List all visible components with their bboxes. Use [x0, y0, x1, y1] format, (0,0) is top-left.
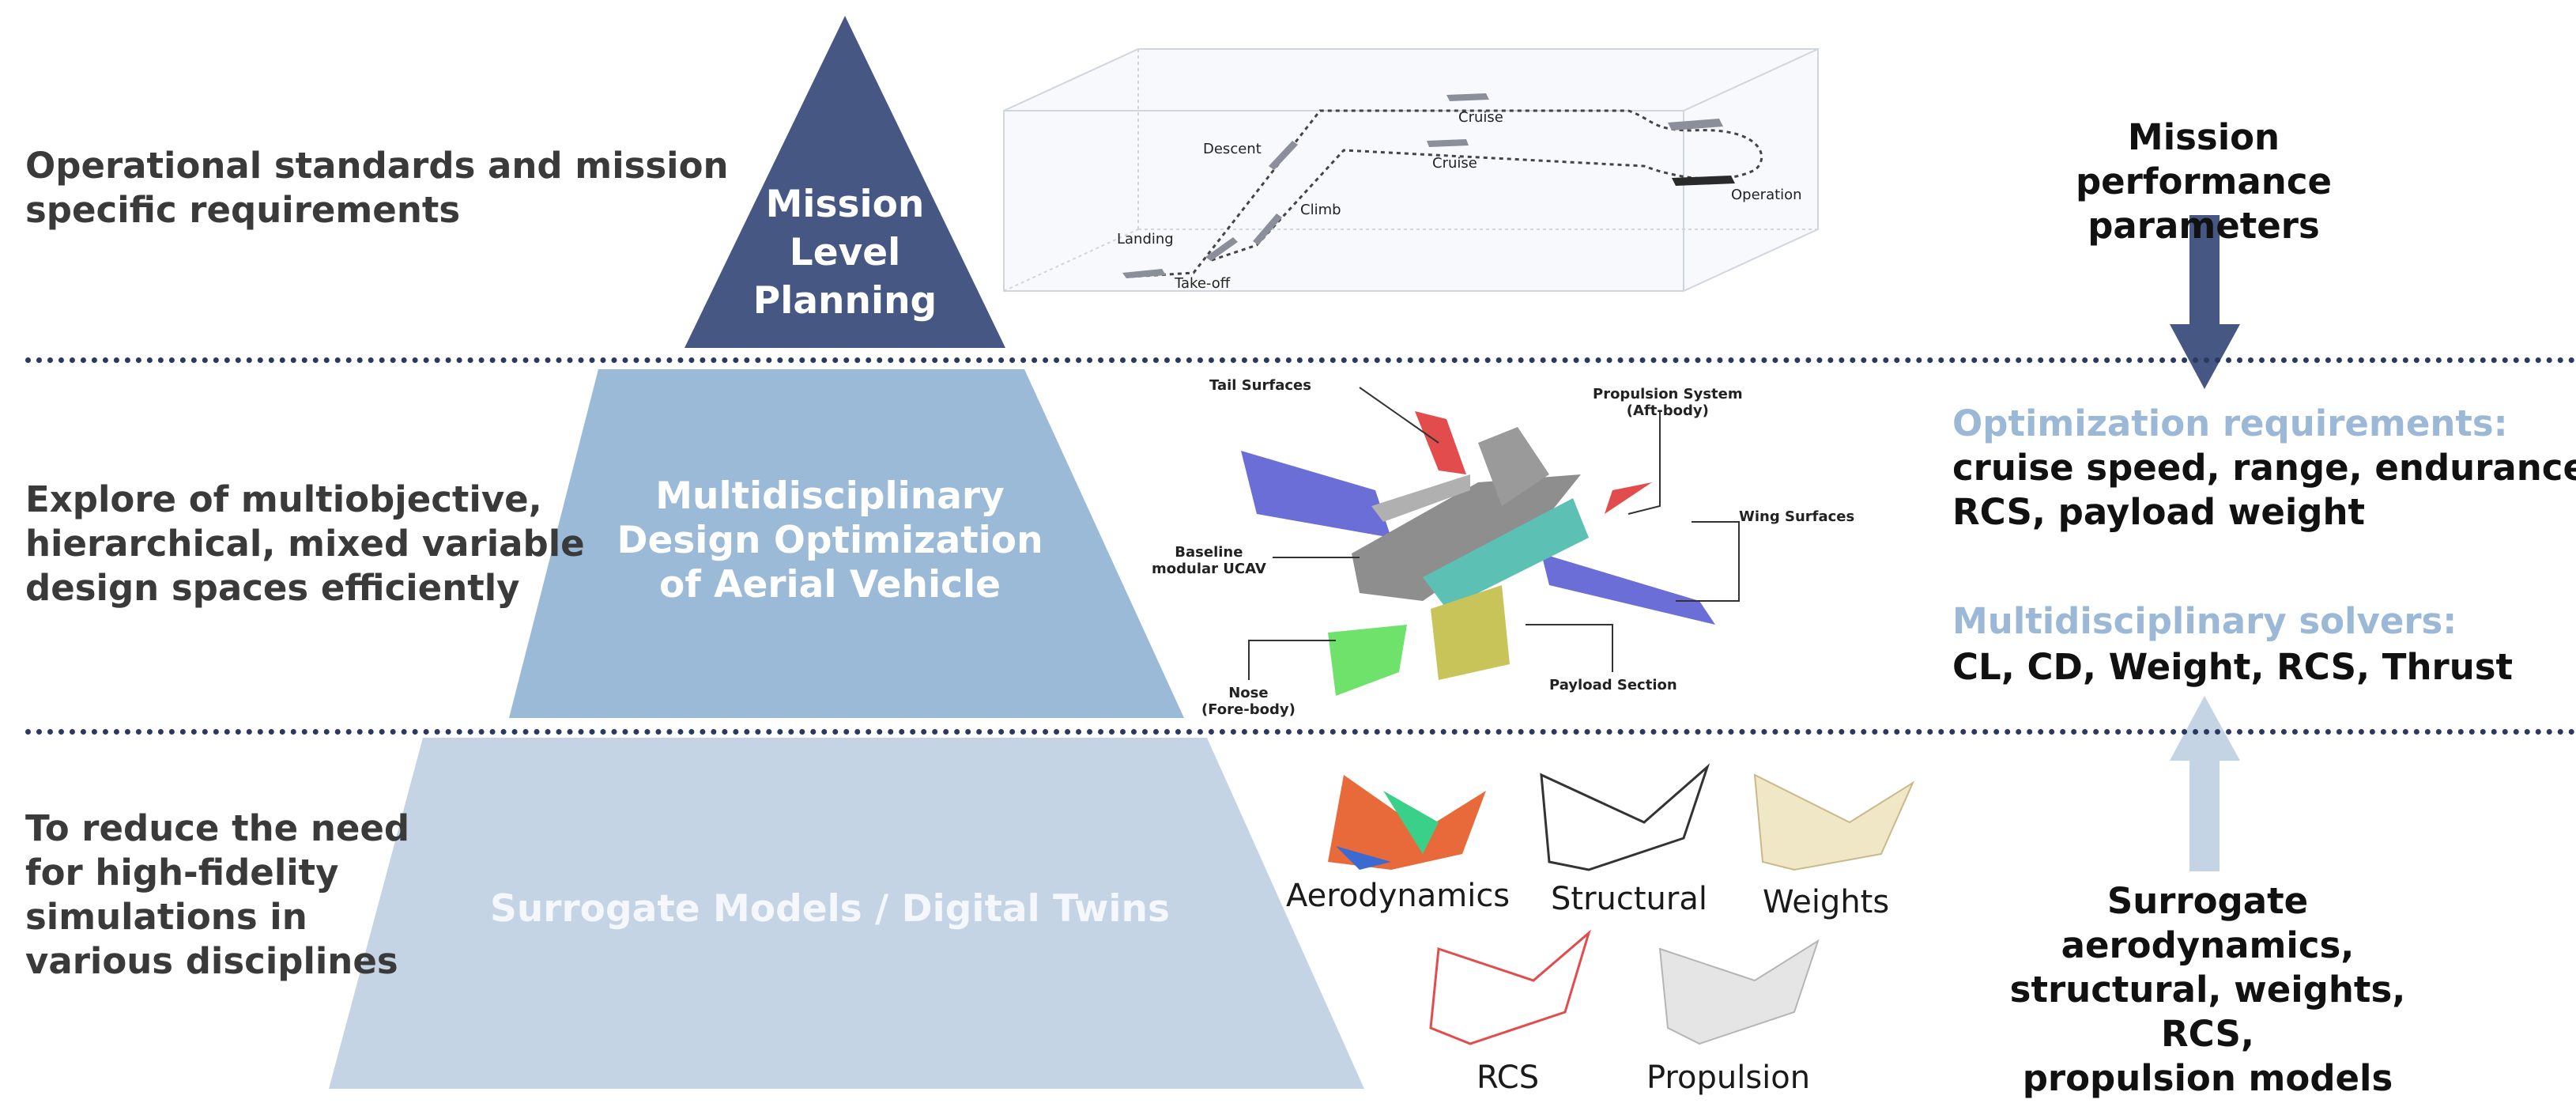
mdo-aircraft: [1241, 411, 1715, 696]
label-takeoff: Take-off: [1175, 275, 1231, 292]
arrow-up: [2170, 696, 2240, 871]
label-tail-surfaces: Tail Surfaces: [1209, 377, 1311, 394]
caption-structural: Structural: [1551, 881, 1707, 917]
left-text-level-2: Explore of multiobjective, hierarchical,…: [25, 478, 585, 609]
label-payload-section: Payload Section: [1549, 677, 1677, 693]
arrow-down: [2170, 215, 2240, 389]
label-descent: Descent: [1203, 141, 1262, 157]
mission-aircraft: [1122, 93, 1735, 278]
divider-bottom: [25, 729, 2576, 735]
caption-propulsion: Propulsion: [1646, 1060, 1811, 1096]
label-wing-surfaces: Wing Surfaces: [1739, 508, 1855, 525]
pyramid-level-2: [509, 369, 1184, 718]
pyramid-level-1: [685, 16, 1005, 348]
opt-requirements-line-2: RCS, payload weight: [1952, 491, 2366, 533]
label-operation: Operation: [1731, 187, 1802, 203]
right-mission-parameters: Mission performance parameters: [2075, 116, 2333, 247]
opt-requirements-heading: Optimization requirements:: [1952, 402, 2508, 444]
label-landing: Landing: [1117, 231, 1174, 247]
pyramid-label-level-1: Mission Level Planning: [752, 183, 937, 323]
label-cruise-top: Cruise: [1458, 109, 1503, 126]
label-baseline-ucav: Baseline modular UCAV: [1152, 544, 1266, 577]
pyramid-label-level-3: Surrogate Models / Digital Twins: [490, 887, 1170, 931]
label-nose: Nose (Fore-body): [1201, 685, 1296, 718]
divider-top: [25, 357, 2576, 363]
pyramid-label-level-2: Multidisciplinary Design Optimization of…: [617, 474, 1043, 606]
caption-aerodynamics: Aerodynamics: [1286, 878, 1511, 914]
label-climb: Climb: [1300, 202, 1341, 218]
label-cruise-mid: Cruise: [1432, 155, 1477, 172]
left-text-level-3: To reduce the need for high-fidelity sim…: [25, 807, 410, 982]
opt-requirements-line-1: cruise speed, range, endurance,: [1952, 447, 2576, 489]
solvers-line: CL, CD, Weight, RCS, Thrust: [1952, 646, 2514, 688]
surrogate-icons: [1328, 763, 1915, 1045]
left-text-level-1: Operational standards and mission specif…: [25, 145, 729, 231]
flight-path: [1130, 109, 1763, 278]
mission-box: [1003, 48, 1819, 292]
surrogate-models-text: Surrogate aerodynamics, structural, weig…: [2009, 880, 2406, 1099]
caption-rcs: RCS: [1477, 1060, 1540, 1096]
caption-weights: Weights: [1763, 884, 1890, 920]
mdo-arrows: [1248, 387, 1740, 680]
label-propulsion-system: Propulsion System (Aft-body): [1593, 386, 1743, 419]
pyramid-level-3: [329, 738, 1364, 1089]
solvers-heading: Multidisciplinary solvers:: [1952, 600, 2457, 642]
